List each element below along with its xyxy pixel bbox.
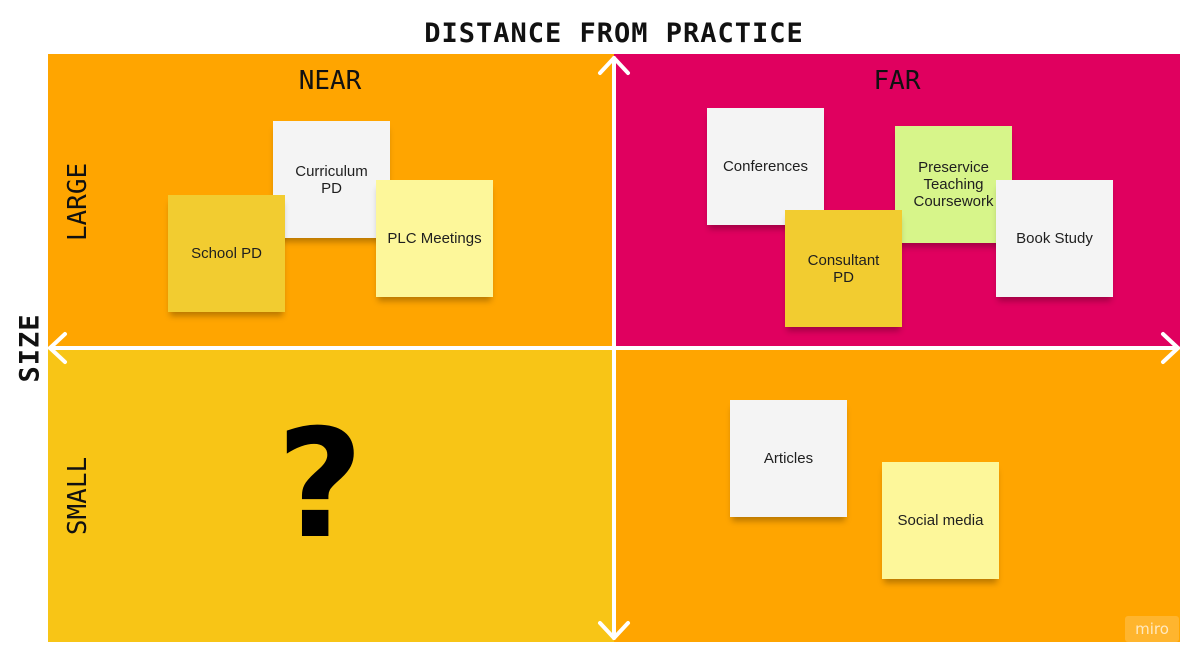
sticky-note-text: Curriculum PD (295, 162, 368, 197)
sticky-note-consultant-pd[interactable]: Consultant PD (785, 210, 902, 327)
sticky-note-text: PLC Meetings (387, 230, 482, 247)
sticky-note-book-study[interactable]: Book Study (996, 180, 1113, 297)
miro-watermark: miro (1125, 616, 1179, 642)
arrow-head-right (1161, 332, 1180, 364)
sticky-note-text: Articles (763, 450, 814, 467)
sticky-note-curriculum-pd[interactable]: Curriculum PD (273, 121, 390, 238)
sticky-note-text: Book Study (1016, 230, 1093, 247)
sticky-note-text: Conferences (722, 158, 809, 175)
sticky-note-articles[interactable]: Articles (730, 400, 847, 517)
column-label-far: FAR (873, 66, 921, 96)
sticky-note-text: Preservice Teaching Coursework (913, 159, 994, 210)
column-label-near: NEAR (298, 66, 362, 96)
arrow-head-down (598, 621, 630, 640)
sticky-note-text: Consultant PD (807, 251, 880, 286)
question-mark: ? (276, 398, 364, 572)
arrow-head-up (598, 56, 630, 75)
sticky-note-social-media[interactable]: Social media (882, 462, 999, 579)
x-axis-title: DISTANCE FROM PRACTICE (424, 18, 804, 49)
sticky-note-text: Social media (897, 512, 984, 529)
sticky-note-school-pd[interactable]: School PD (168, 195, 285, 312)
sticky-note-plc-meetings[interactable]: PLC Meetings (376, 180, 493, 297)
arrow-head-left (48, 332, 67, 364)
sticky-note-conferences[interactable]: Conferences (707, 108, 824, 225)
sticky-note-preservice-teaching-coursework[interactable]: Preservice Teaching Coursework (895, 126, 1012, 243)
quadrant-near-small (48, 348, 614, 642)
sticky-note-text: School PD (191, 245, 262, 262)
